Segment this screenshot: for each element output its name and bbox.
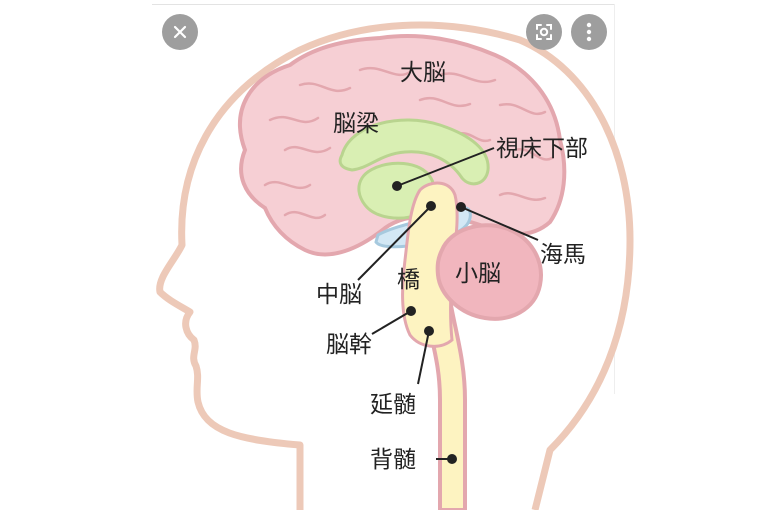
brainstem	[401, 181, 459, 348]
lens-search-button[interactable]	[526, 14, 562, 50]
close-icon	[172, 24, 188, 40]
lens-search-icon	[534, 22, 554, 42]
leader-lines	[357, 147, 539, 460]
label-pons: 橋	[397, 267, 420, 293]
marker-dots	[392, 181, 466, 464]
corpus-callosum	[338, 118, 490, 186]
label-brainstem: 脳幹	[326, 332, 372, 358]
close-button[interactable]	[162, 14, 198, 50]
cerebellum	[435, 223, 543, 321]
label-hypothalamus: 視床下部	[496, 136, 588, 162]
label-corpus-callosum: 脳梁	[333, 111, 379, 137]
more-options-button[interactable]	[571, 14, 607, 50]
label-medulla: 延髄	[370, 392, 416, 418]
more-vertical-icon	[586, 22, 592, 42]
top-divider	[152, 4, 614, 5]
label-hippocampus: 海馬	[540, 242, 586, 268]
label-spinal-cord: 背髄	[370, 447, 416, 473]
label-cerebellum: 小脳	[455, 261, 501, 287]
label-midbrain: 中脳	[316, 282, 362, 308]
label-cerebrum: 大脳	[400, 60, 446, 86]
